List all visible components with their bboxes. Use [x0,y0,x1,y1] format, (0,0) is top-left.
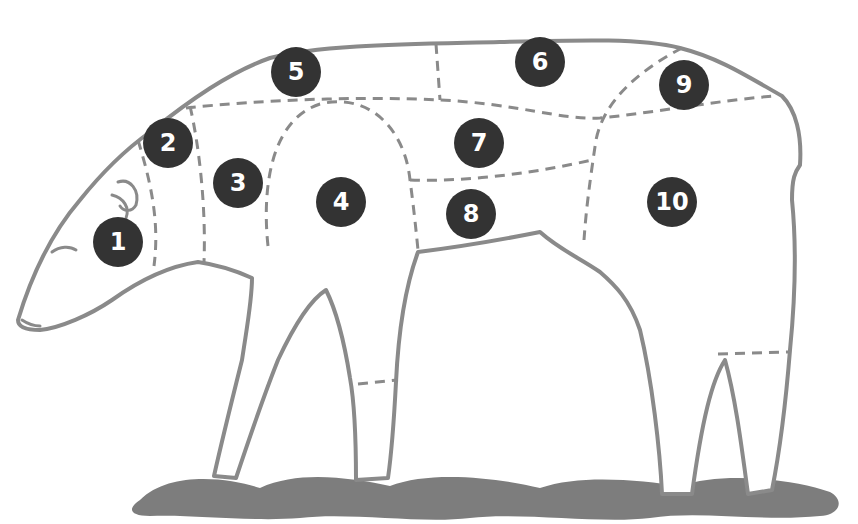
lamb-outline [18,40,800,494]
callout-number: 8 [446,189,496,239]
ground-shadow [132,477,839,520]
callout-number: 3 [213,158,263,208]
callout-number: 1 [93,217,143,267]
cut-lines [138,44,790,384]
callout-number: 5 [271,47,321,97]
callout-number: 2 [143,118,193,168]
callout-number: 10 [647,177,697,227]
callout-number: 4 [316,177,366,227]
callout-number: 7 [454,118,504,168]
callout-number: 9 [659,60,709,110]
callout-number: 6 [515,37,565,87]
